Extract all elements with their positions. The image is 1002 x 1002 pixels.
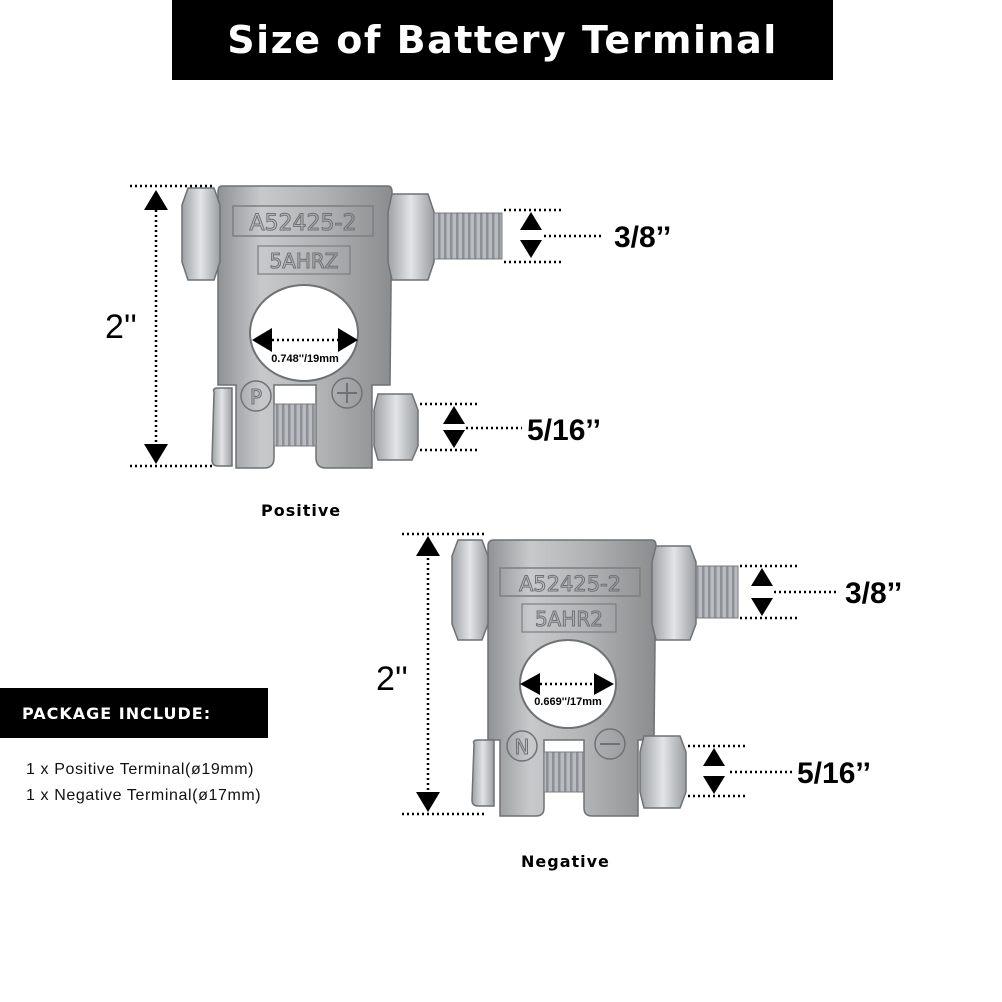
minus-icon: [594, 728, 626, 760]
title-banner: Size of Battery Terminal: [172, 0, 833, 80]
arrow-right-icon: [594, 673, 614, 695]
positive-dimensions: [130, 184, 604, 468]
negative-diameter-label: 0.669''/17mm: [534, 696, 602, 708]
negative-left-hex-bolt: [451, 539, 489, 641]
negative-dimensions: [402, 532, 836, 816]
plus-icon: [331, 377, 363, 409]
negative-top-stud: [695, 565, 739, 619]
negative-stamp-code: A52425-2: [519, 572, 621, 596]
package-header: PACKAGE INCLUDE:: [0, 688, 268, 738]
positive-left-hex-bolt: [181, 187, 221, 281]
arrow-right-icon: [338, 328, 358, 352]
package-title: PACKAGE INCLUDE:: [22, 703, 212, 723]
positive-diameter-label: 0.748''/19mm: [271, 353, 339, 365]
list-item: 1 x Negative Terminal(ø17mm): [26, 787, 262, 804]
positive-top-nut: [387, 193, 435, 281]
arrow-down-icon: [144, 444, 168, 464]
negative-post-letter: N: [515, 735, 530, 759]
positive-terminal: A52425-2 5AHRZ P: [181, 185, 503, 469]
list-item: 1 x Positive Terminal(ø19mm): [26, 761, 255, 778]
negative-bottom-stud: [543, 751, 585, 793]
arrow-up-icon: [416, 536, 440, 556]
arrow-up-icon: [144, 190, 168, 210]
positive-post-hole: [249, 284, 359, 382]
positive-height-label: 2'': [105, 308, 137, 346]
negative-top-bolt-label: 3/8’’: [845, 577, 902, 610]
positive-top-bolt-label: 3/8’’: [614, 221, 671, 254]
positive-caption: Positive: [261, 501, 342, 520]
positive-stamp-code: A52425-2: [250, 211, 357, 236]
positive-stamp-sub: 5AHRZ: [269, 249, 338, 273]
negative-height-label: 2'': [376, 660, 408, 698]
arrow-down-icon: [416, 792, 440, 812]
negative-caption: Negative: [521, 852, 610, 871]
negative-bottom-bolt-label: 5/16’’: [797, 757, 871, 790]
negative-bottom-bolt-head: [471, 739, 495, 807]
negative-terminal: A52425-2 5AHR2 N: [451, 539, 739, 817]
positive-bottom-bolt-head: [211, 387, 233, 467]
arrow-left-icon: [252, 328, 272, 352]
negative-top-nut: [651, 545, 697, 641]
positive-top-stud: [433, 212, 503, 260]
positive-post-letter: P: [250, 385, 262, 409]
negative-stamp-sub: 5AHR2: [535, 607, 603, 631]
package-list: 1 x Positive Terminal(ø19mm) 1 x Negativ…: [26, 757, 261, 809]
negative-bottom-nut: [639, 735, 687, 809]
positive-bottom-bolt-label: 5/16’’: [527, 414, 601, 447]
arrow-left-icon: [520, 673, 540, 695]
positive-bottom-stud: [273, 403, 317, 447]
positive-bottom-nut: [373, 393, 419, 461]
page-title: Size of Battery Terminal: [227, 18, 778, 62]
